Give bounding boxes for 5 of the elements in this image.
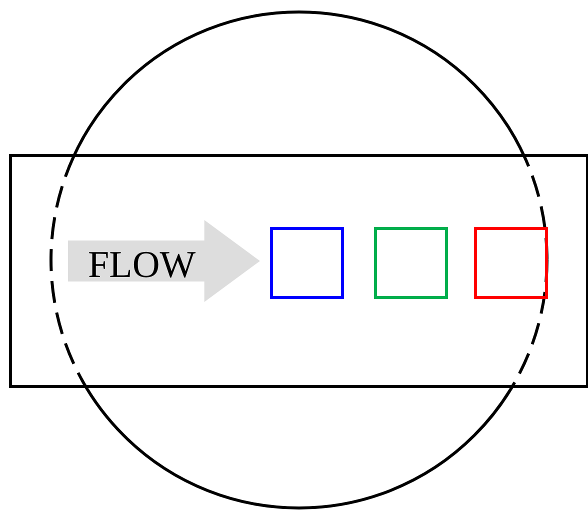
rectangle-outline [9,154,588,388]
square-outline [374,227,448,299]
square-outline [474,227,548,299]
square-outline [270,227,344,299]
flow-label: FLOW [88,246,196,284]
